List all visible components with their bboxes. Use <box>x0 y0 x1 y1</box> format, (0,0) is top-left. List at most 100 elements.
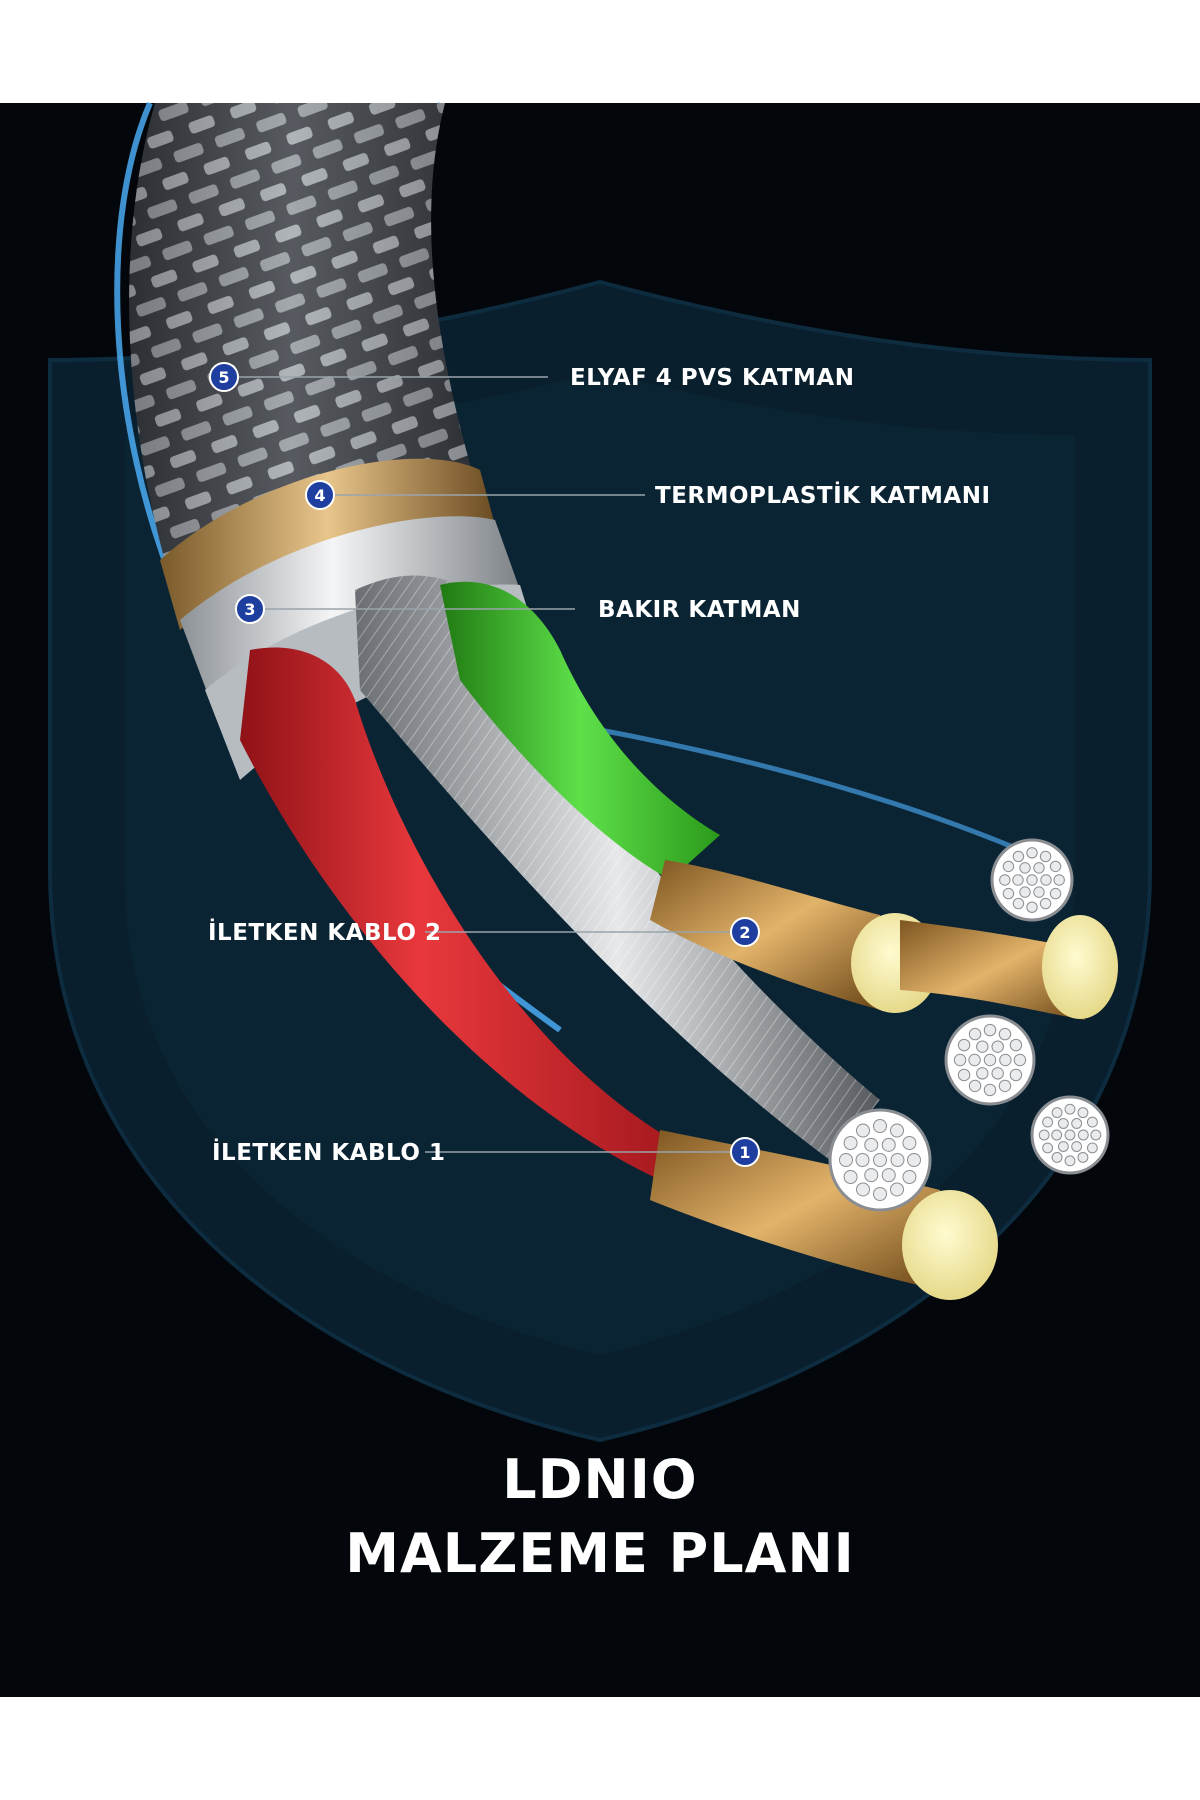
strand-dot <box>1002 860 1015 873</box>
strand-dot <box>1012 897 1025 910</box>
strand-dot <box>890 1182 904 1197</box>
label-layer-1: İLETKEN KABLO 1 <box>212 1138 445 1166</box>
strand-dot <box>968 1079 982 1093</box>
strand-dot <box>999 1053 1012 1067</box>
green-wire <box>440 581 720 880</box>
strand-dot <box>1057 1141 1069 1152</box>
badge-1-number: 1 <box>739 1143 750 1162</box>
copper-end-1 <box>902 1190 998 1300</box>
strand-dot <box>1051 1107 1063 1119</box>
strand-dot <box>839 1153 853 1167</box>
strand-dot <box>1026 874 1038 886</box>
strand-dot <box>1077 1151 1089 1163</box>
strand-dot <box>1019 862 1031 874</box>
strand-dot <box>907 1153 921 1167</box>
gold-ring <box>160 458 495 630</box>
strand-dot <box>843 1136 858 1150</box>
badge-4-number: 4 <box>314 486 325 505</box>
copper-conductor-3 <box>900 920 1085 1020</box>
strand-dot <box>957 1068 971 1082</box>
strand-dot <box>1002 887 1015 900</box>
strand-dot <box>991 1067 1004 1080</box>
strand-dot <box>1026 847 1038 859</box>
strand-dot <box>1051 1151 1063 1163</box>
label-layer-4: TERMOPLASTİK KATMANI <box>655 481 991 509</box>
badge-5: 5 <box>209 362 239 392</box>
strand-dot <box>1090 1129 1102 1141</box>
strand-dot <box>873 1187 887 1201</box>
strand-dot <box>998 1079 1012 1093</box>
strand-dot <box>976 1040 989 1053</box>
strand-dot <box>976 1067 989 1080</box>
strand-dot <box>1013 1053 1027 1067</box>
strand-dot <box>856 1182 870 1197</box>
strand-dot <box>902 1136 917 1150</box>
strand-dot <box>1064 1155 1076 1167</box>
strand-dot <box>843 1170 858 1184</box>
strand-dot <box>881 1137 896 1152</box>
strand-dot <box>1033 886 1045 898</box>
strand-dot <box>1026 901 1038 913</box>
strand-dot <box>1086 1116 1098 1128</box>
strand-dots <box>839 847 1102 1201</box>
strand-dot <box>1042 1142 1054 1154</box>
strand-dot <box>1057 1118 1069 1129</box>
strand-dot <box>998 1027 1012 1041</box>
strand-dot <box>1040 874 1052 886</box>
strand-texture <box>355 575 880 1160</box>
strand-dot <box>1077 1129 1089 1141</box>
strand-dot <box>1033 862 1045 874</box>
strand-dot <box>1064 1129 1076 1141</box>
strand-dot <box>1039 850 1052 863</box>
label-layer-5: ELYAF 4 PVS KATMAN <box>570 365 854 391</box>
strand-dot <box>1086 1142 1098 1154</box>
badge-3-number: 3 <box>244 600 255 619</box>
brand-title: LDNIO <box>502 1448 698 1511</box>
badge-3: 3 <box>235 594 265 624</box>
badge-2: 2 <box>730 917 760 947</box>
strand-dot <box>902 1170 917 1184</box>
badge-5-number: 5 <box>218 368 229 387</box>
label-layer-2: İLETKEN KABLO 2 <box>208 918 441 946</box>
strand-dot <box>1071 1118 1083 1129</box>
strand-dot <box>983 1023 997 1037</box>
strand-dot <box>991 1040 1004 1053</box>
strand-dot <box>1053 874 1065 886</box>
strand-dot <box>953 1053 967 1067</box>
strand-dot <box>890 1123 904 1138</box>
strand-dot <box>1049 887 1062 900</box>
strand-dot <box>873 1119 887 1133</box>
strand-dot <box>1009 1038 1023 1052</box>
red-wire <box>240 647 690 1180</box>
strand-dot <box>968 1053 981 1067</box>
callout-lines <box>224 376 745 1153</box>
copper-end-3 <box>1042 915 1118 1019</box>
strand-dot <box>957 1038 971 1052</box>
strand-dot <box>983 1053 997 1067</box>
strand-dot <box>1071 1141 1083 1152</box>
label-layer-3: BAKIR KATMAN <box>598 597 801 623</box>
strand-dot <box>881 1168 896 1183</box>
strand-dot <box>855 1153 870 1167</box>
strand-dot <box>1051 1129 1063 1141</box>
strand-dot <box>999 874 1011 886</box>
copper-conductor-1 <box>650 1130 940 1290</box>
strand-dot <box>1049 860 1062 873</box>
strand-dot <box>864 1168 879 1183</box>
plan-subtitle: MALZEME PLANI <box>345 1522 855 1585</box>
strand-dot <box>1012 874 1024 886</box>
strand-dot <box>1012 850 1025 863</box>
strand-dot <box>890 1153 905 1167</box>
strand-dot <box>1077 1107 1089 1119</box>
strand-dot <box>968 1027 982 1041</box>
fan-glow <box>599 727 1021 853</box>
strand-dot <box>1038 1129 1050 1141</box>
badge-4: 4 <box>305 480 335 510</box>
copper-conductor-2 <box>650 860 880 1010</box>
strand-dot <box>873 1153 887 1167</box>
strand-dot <box>1009 1068 1023 1082</box>
strand-dot <box>1042 1116 1054 1128</box>
strand-dot <box>856 1123 870 1138</box>
